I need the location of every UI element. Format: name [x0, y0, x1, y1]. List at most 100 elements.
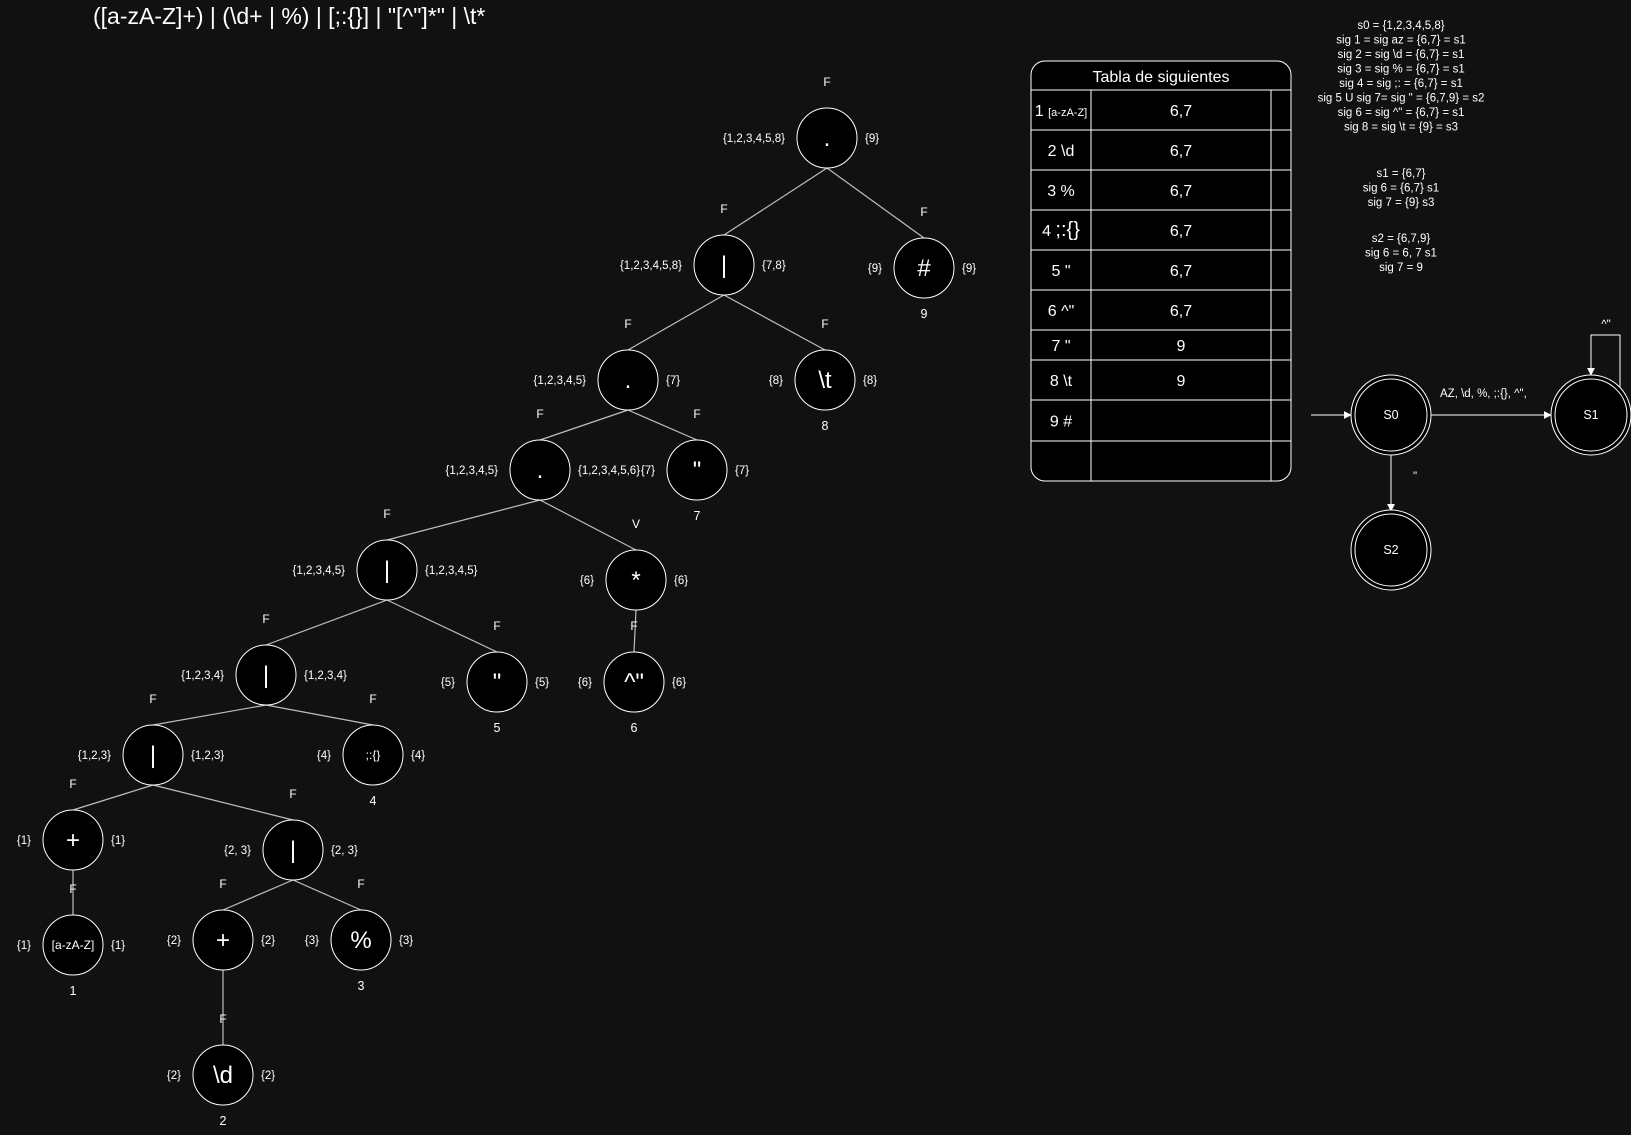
tree-node-label: \d: [213, 1062, 233, 1089]
follow-table-position: 7 ": [1051, 338, 1070, 355]
tree-edge: [633, 609, 637, 653]
note-line: s0 = {1,2,3,4,5,8}: [1357, 20, 1444, 32]
note-line: sig 8 = sig \t = {9} = s3: [1344, 122, 1458, 134]
follow-table-value: 6,7: [1170, 263, 1192, 280]
firstpos-set: {1,2,3,4,5}: [534, 375, 587, 387]
tree-edge: [826, 167, 925, 239]
tree-node: #: [893, 237, 955, 299]
lastpos-set: {1,2,3,4}: [304, 670, 347, 682]
lastpos-set: {1,2,3,4,5,6}: [578, 465, 640, 477]
transition-label-s0-s2: ": [1413, 471, 1417, 483]
follow-table-row: 9 #: [1031, 414, 1291, 442]
note-line: sig 3 = sig % = {6,7} = s1: [1337, 64, 1465, 76]
tree-node-label: [a-zA-Z]: [52, 938, 95, 952]
nullable-flag: F: [823, 75, 830, 89]
leaf-position: 2: [220, 1114, 227, 1128]
note-line: sig 6 = sig ^" = {6,7} = s1: [1338, 107, 1465, 119]
lastpos-set: {2, 3}: [331, 845, 358, 857]
lastpos-set: {9}: [962, 263, 976, 275]
follow-table-value: 9: [1177, 373, 1186, 390]
tree-node: ^": [603, 651, 665, 713]
tree-node: |: [356, 539, 418, 601]
follow-table-row: 8 \t 9: [1031, 373, 1291, 401]
firstpos-set: {5}: [441, 677, 455, 689]
tree-node: |: [235, 644, 297, 706]
tree-node-label: +: [66, 827, 80, 854]
tree-node: [a-zA-Z]: [42, 914, 104, 976]
nullable-flag: V: [632, 517, 640, 531]
nullable-flag: F: [624, 317, 631, 331]
follow-table-position: 4 ;:{}: [1042, 219, 1080, 241]
nullable-flag: F: [219, 1012, 226, 1026]
follow-table-value: 6,7: [1170, 223, 1192, 240]
follow-table-row: 6 ^"6,7: [1031, 303, 1291, 331]
follow-table-row: 4 ;:{} 6,7: [1031, 219, 1291, 251]
lastpos-set: {7,8}: [762, 260, 786, 272]
tree-edges: [72, 167, 925, 1045]
tree-node-label: ": [493, 669, 502, 696]
nullable-flag: F: [219, 877, 226, 891]
firstpos-set: {7}: [641, 465, 655, 477]
firstpos-set: {2}: [167, 1070, 181, 1082]
firstpos-set: {6}: [578, 677, 592, 689]
nullable-flag: F: [262, 612, 269, 626]
note-line: sig 4 = sig ;: = {6,7} = s1: [1339, 78, 1463, 90]
tree-edge: [539, 499, 637, 551]
firstpos-set: {2}: [167, 935, 181, 947]
tree-node-label: #: [917, 255, 931, 282]
tree-node-label: \t: [818, 367, 832, 394]
tree-node-label: .: [537, 457, 544, 484]
firstpos-set: {1,2,3,4,5,8}: [723, 133, 785, 145]
transition-label-s1-s1: ^": [1601, 319, 1610, 331]
tree-edge: [152, 784, 294, 821]
follow-table-row: 7 "9: [1031, 338, 1291, 361]
follow-table-position: 1 [a-zA-Z]: [1035, 103, 1087, 120]
tree-node: .: [509, 439, 571, 501]
note-line: sig 7 = 9: [1379, 262, 1423, 274]
follow-notes: s0 = {1,2,3,4,5,8}sig 1 = sig az = {6,7}…: [1318, 20, 1485, 274]
lastpos-set: {2}: [261, 935, 275, 947]
tree-edge: [152, 704, 267, 726]
firstpos-set: {6}: [580, 575, 594, 587]
lastpos-set: {9}: [865, 133, 879, 145]
leaf-position: 5: [494, 721, 501, 735]
tree-node: |: [122, 724, 184, 786]
tree-node: +: [192, 909, 254, 971]
tree-node-label: |: [721, 252, 727, 279]
nullable-flag: F: [289, 787, 296, 801]
leaf-position: 1: [70, 984, 77, 998]
tree-edge: [723, 294, 826, 351]
follow-table-position: 3 %: [1047, 183, 1075, 200]
follow-table-title: Tabla de siguientes: [1093, 69, 1230, 86]
tree-edge: [723, 167, 828, 236]
nullable-flag: F: [536, 407, 543, 421]
tree-edge: [72, 784, 154, 811]
lastpos-set: {7}: [735, 465, 749, 477]
tree-node-label: ^": [624, 669, 644, 696]
leaf-position: 4: [370, 794, 377, 808]
tree-node-label: %: [350, 927, 371, 954]
tree-edge: [265, 704, 374, 726]
nullable-flag: F: [69, 777, 76, 791]
firstpos-set: {4}: [317, 750, 331, 762]
tree-node-label: ;:{}: [366, 748, 381, 762]
leaf-position: 9: [921, 307, 928, 321]
lastpos-set: {1,2,3}: [191, 750, 224, 762]
tree-node: ;:{}: [342, 724, 404, 786]
note-line: s1 = {6,7}: [1377, 168, 1426, 180]
regex-title: ([a-zA-Z]+) | (\d+ | %) | [;:{}] | "[^"]…: [93, 3, 485, 29]
nullable-flag: F: [149, 692, 156, 706]
leaf-position: 3: [358, 979, 365, 993]
state-s2-label: S2: [1383, 543, 1398, 557]
follow-table-position: 9 #: [1050, 414, 1072, 431]
tree-edge: [386, 599, 498, 653]
nullable-flag: F: [493, 619, 500, 633]
lastpos-set: {1,2,3,4,5}: [425, 565, 478, 577]
lastpos-set: {4}: [411, 750, 425, 762]
lastpos-set: {6}: [674, 575, 688, 587]
follow-table-position: 8 \t: [1050, 373, 1073, 390]
